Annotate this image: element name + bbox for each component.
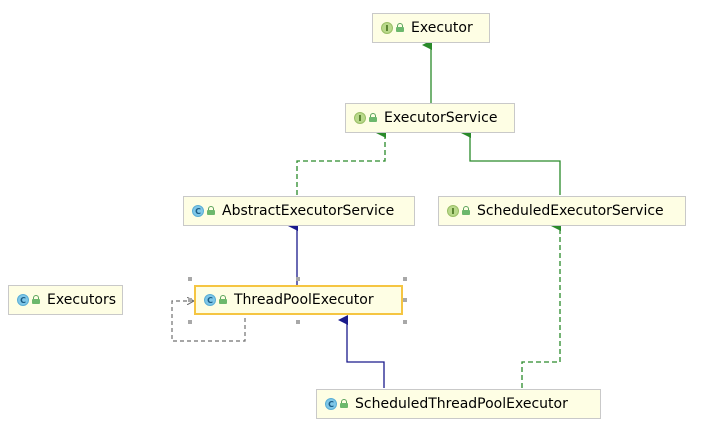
node-scheduled-thread-pool-executor[interactable]: C ScheduledThreadPoolExecutor — [316, 389, 601, 419]
edge-scheduledexecutorservice-to-executorservice — [461, 128, 561, 195]
selection-handle-bottom-right[interactable] — [403, 320, 407, 324]
public-lock-icon — [462, 206, 471, 216]
selection-handle-middle-right[interactable] — [403, 298, 407, 302]
node-label: ScheduledThreadPoolExecutor — [355, 396, 568, 412]
interface-icon: I — [447, 205, 459, 217]
interface-icon: I — [354, 112, 366, 124]
public-lock-icon — [32, 295, 41, 305]
node-abstract-executor-service[interactable]: C AbstractExecutorService — [183, 196, 415, 226]
node-label: ScheduledExecutorService — [477, 203, 664, 219]
public-lock-icon — [340, 399, 349, 409]
selection-handle-middle-left[interactable] — [188, 298, 192, 302]
node-label: Executor — [411, 20, 473, 36]
class-icon: C — [325, 398, 337, 410]
node-scheduled-executor-service[interactable]: I ScheduledExecutorService — [438, 196, 686, 226]
edge-abstractexecutorservice-to-executorservice — [296, 128, 386, 195]
node-executor-service[interactable]: I ExecutorService — [345, 103, 515, 133]
node-thread-pool-executor[interactable]: C ThreadPoolExecutor — [194, 285, 403, 315]
interface-icon: I — [381, 22, 393, 34]
node-label: ThreadPoolExecutor — [234, 292, 374, 308]
public-lock-icon — [207, 206, 216, 216]
node-executors[interactable]: C Executors — [8, 285, 123, 315]
edge-scheduledthreadpoolexecutor-to-threadpoolexecutor — [338, 315, 385, 388]
class-icon: C — [204, 294, 216, 306]
selection-handle-top-left[interactable] — [188, 277, 192, 281]
public-lock-icon — [219, 295, 228, 305]
node-label: Executors — [47, 292, 116, 308]
edge-threadpoolexecutor-self-loop — [171, 301, 246, 342]
selection-handle-top-right[interactable] — [403, 277, 407, 281]
node-label: AbstractExecutorService — [222, 203, 395, 219]
public-lock-icon — [396, 23, 405, 33]
selection-handle-bottom-center[interactable] — [296, 320, 300, 324]
selection-handle-bottom-left[interactable] — [188, 320, 192, 324]
selection-handle-top-center[interactable] — [296, 277, 300, 281]
edge-scheduledthreadpoolexecutor-to-scheduledexecutorservice — [521, 221, 561, 388]
class-icon: C — [17, 294, 29, 306]
public-lock-icon — [369, 113, 378, 123]
class-icon: C — [192, 205, 204, 217]
node-executor[interactable]: I Executor — [372, 13, 490, 43]
node-label: ExecutorService — [384, 110, 498, 126]
